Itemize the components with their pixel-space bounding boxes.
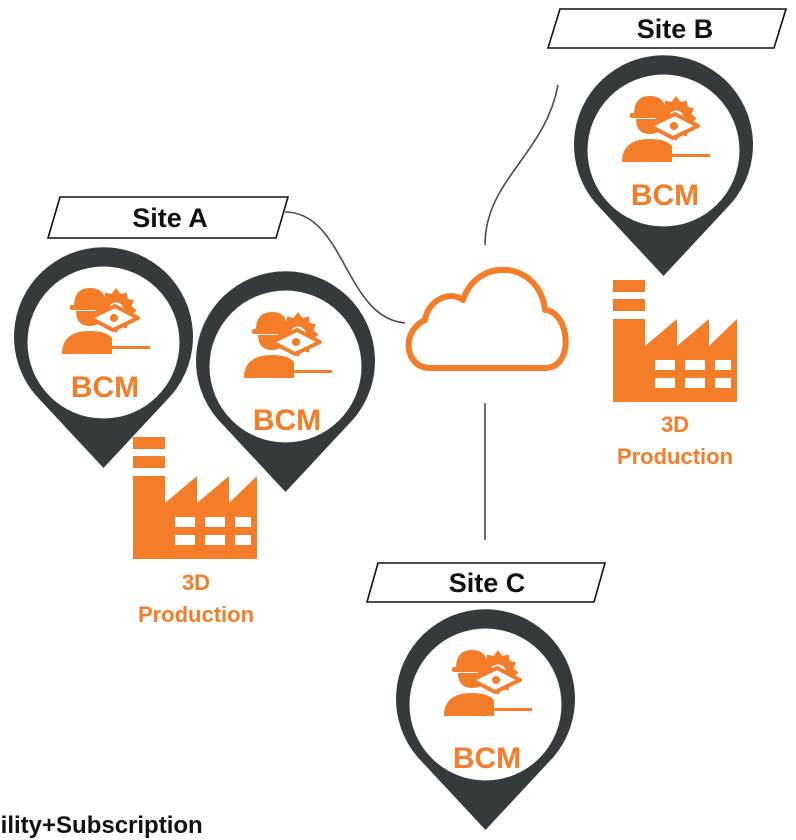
site-a-label: Site A	[132, 203, 208, 233]
location-pin-icon	[574, 55, 753, 276]
production-label-line1: 3D	[182, 570, 210, 595]
connector-site-b	[484, 84, 559, 246]
location-pin-icon	[196, 271, 375, 492]
production-label-line2: Production	[617, 444, 733, 469]
bcm-label: BCM	[631, 179, 699, 212]
site-a-bcm-pin-2: BCM	[196, 271, 375, 492]
site-a-tag: Site A	[46, 196, 290, 239]
footer-caption: bility+Subscription	[0, 812, 203, 839]
site-c-bcm-pin: BCM	[396, 609, 575, 830]
site-c-tag: Site C	[365, 562, 607, 603]
site-b-label: Site B	[637, 14, 714, 44]
site-b-tag: Site B	[546, 8, 788, 49]
bcm-label: BCM	[453, 742, 521, 775]
location-pin-icon	[14, 247, 193, 468]
production-label-line2: Production	[138, 602, 254, 627]
site-c-label: Site C	[449, 568, 526, 598]
site-a-bcm-pin-1: BCM	[14, 247, 193, 468]
site-b-bcm-pin: BCM	[574, 55, 753, 276]
location-pin-icon	[396, 609, 575, 830]
factory-icon	[133, 437, 257, 559]
connector-site-a	[284, 211, 406, 324]
production-label-line1: 3D	[661, 412, 689, 437]
factory-icon	[613, 280, 737, 402]
cloud-icon	[405, 266, 569, 371]
bcm-label: BCM	[71, 371, 139, 404]
bcm-label: BCM	[253, 404, 321, 437]
